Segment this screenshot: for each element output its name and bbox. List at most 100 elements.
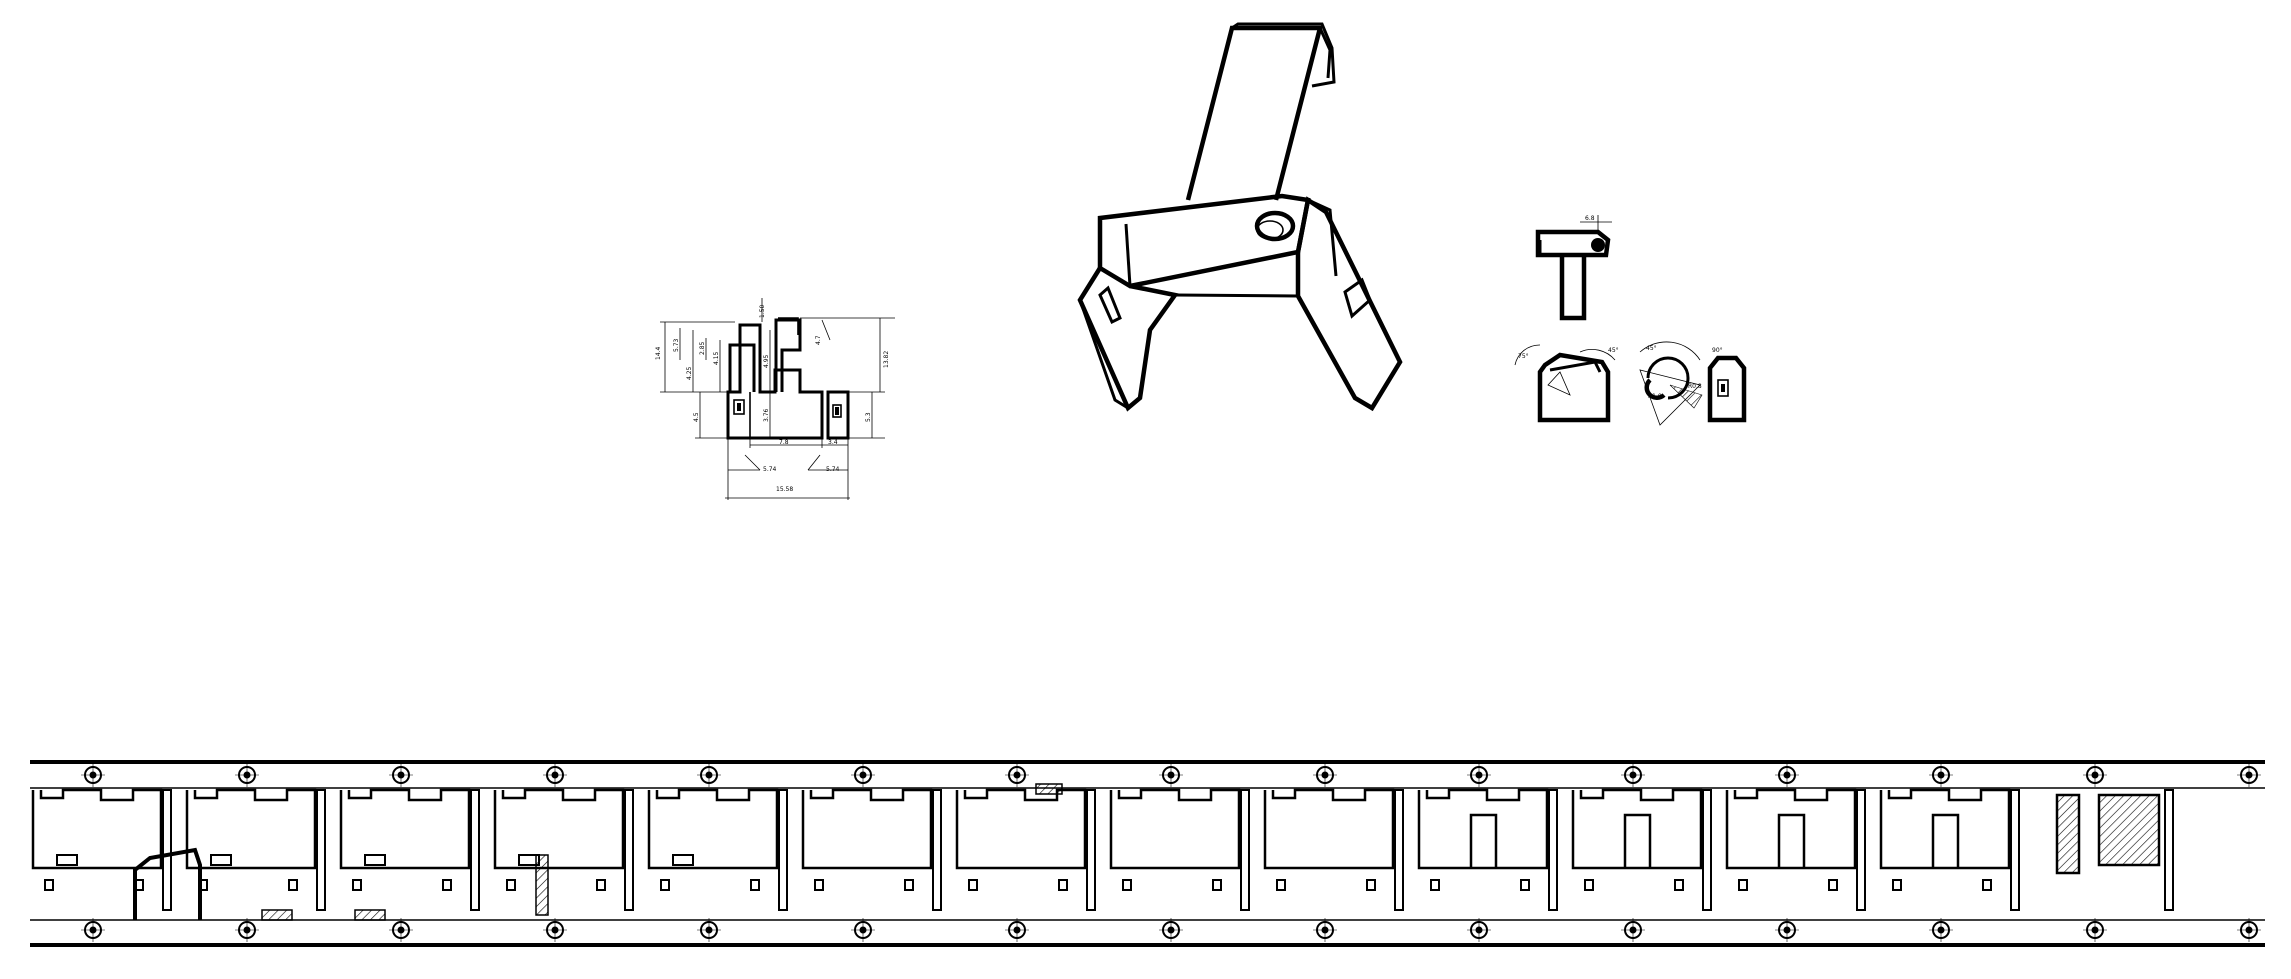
strip-station (1856, 788, 2011, 911)
pilot-hole-icon (1004, 917, 1030, 943)
strip-station (1240, 788, 1395, 911)
pilot-hole-icon (388, 917, 414, 943)
separator-slot (162, 789, 172, 911)
pierce-hole (288, 879, 298, 891)
pierce-hole (1058, 879, 1068, 891)
pierce-hole (1212, 879, 1222, 891)
pilot-hole-icon (542, 917, 568, 943)
dim-center-lower: 3.76 (763, 408, 770, 422)
separator-slot (2010, 789, 2020, 911)
pilot-hole-icon (1158, 917, 1184, 943)
strip-station (470, 788, 625, 911)
pilot-hole-icon (850, 917, 876, 943)
strip-station (932, 788, 1087, 911)
detail-top-dim: 6.8 (1585, 215, 1595, 222)
dim-right-small: 4.7 (815, 335, 822, 345)
dim-slot-right: 5.74 (826, 466, 840, 473)
hatched-section-icon (1035, 783, 1063, 795)
separator-slot (1394, 789, 1404, 911)
pierce-hole (660, 879, 670, 891)
tab (56, 854, 78, 866)
pilot-hole-icon (234, 762, 260, 788)
hatched-section-icon (2097, 793, 2161, 867)
dim-left-inner-2: 4.15 (713, 351, 720, 365)
dim-center-upper: 1.50 (759, 304, 766, 318)
pilot-hole-icon (1312, 762, 1338, 788)
strip-station (1086, 788, 1241, 911)
detail-angle-bottom: R1.0 (1648, 393, 1662, 400)
dim-left-inner-1: 2.85 (699, 341, 706, 355)
pierce-hole (44, 879, 54, 891)
strip-station (624, 788, 779, 911)
pilot-hole-icon (1620, 917, 1646, 943)
dim-left-mid-2: 4.25 (686, 366, 693, 380)
pilot-hole-icon (80, 917, 106, 943)
pierce-hole (1828, 879, 1838, 891)
separator-slot (624, 789, 634, 911)
detail-angle-extra: R0.8 (1688, 383, 1702, 390)
dim-left-lower: 4.5 (693, 412, 700, 422)
strip-station (31, 788, 163, 891)
detail-views: 6.8 75° 45° 45° R1.0 R0.8 90° (1514, 215, 1747, 426)
pierce-hole (1276, 879, 1286, 891)
pilot-hole-icon (1774, 762, 1800, 788)
blank-outline (801, 788, 933, 870)
hatched-section-icon (261, 909, 293, 921)
pilot-hole-icon (2236, 917, 2262, 943)
dim-right-total: 13.82 (883, 351, 890, 368)
formed-part-station (133, 783, 1063, 921)
dim-bottom-right: 3.4 (828, 439, 838, 446)
dim-bottom-mid: 7.8 (779, 439, 789, 446)
blank-outline (1725, 788, 1857, 870)
dim-center-mid: 4.95 (763, 354, 770, 368)
pierce-hole (1430, 879, 1440, 891)
detail-bend-label: 90° (1712, 347, 1723, 354)
separator-slot (1240, 789, 1250, 911)
pierce-hole (596, 879, 606, 891)
blank-outline (1109, 788, 1241, 870)
pierce-hole (1892, 879, 1902, 891)
blank-outline (185, 788, 317, 870)
blank-outline (339, 788, 471, 870)
pilot-hole-icon (1466, 762, 1492, 788)
blank-outline (647, 788, 779, 870)
detail-angle-mid: 45° (1608, 347, 1619, 354)
pierce-hole (904, 879, 914, 891)
strip-stations (31, 783, 2174, 921)
pierce-hole (750, 879, 760, 891)
detail-angle-left: 75° (1518, 353, 1529, 360)
strip-layout (30, 760, 2265, 947)
tab (210, 854, 232, 866)
strip-station (2164, 789, 2174, 911)
pilot-hole-icon (696, 762, 722, 788)
pilot-hole-icon (1312, 917, 1338, 943)
formed-leg (1623, 813, 1652, 868)
pilot-hole-icon (234, 917, 260, 943)
dim-slot-left: 5.74 (763, 466, 777, 473)
pilot-hole-icon (1620, 762, 1646, 788)
pilot-hole-icon (1928, 917, 1954, 943)
separator-slot (1856, 789, 1866, 911)
strip-station (316, 788, 471, 911)
dim-left-outer: 14.4 (655, 346, 662, 360)
pierce-hole (442, 879, 452, 891)
separator-slot (778, 789, 788, 911)
blank-outline (1571, 788, 1703, 870)
pilot-hole-icon (1158, 762, 1184, 788)
detail-angle-right: 45° (1646, 345, 1657, 352)
pilot-hole-icon (1774, 917, 1800, 943)
strip-station (778, 788, 933, 911)
pierce-hole (506, 879, 516, 891)
strip-station (1702, 788, 1857, 911)
pilot-hole-icon (2082, 917, 2108, 943)
pierce-hole (1366, 879, 1376, 891)
pilot-hole-icon (1466, 917, 1492, 943)
formed-leg (1469, 813, 1498, 868)
pierce-hole (1584, 879, 1594, 891)
pierce-hole (1122, 879, 1132, 891)
strip-station (162, 788, 317, 911)
blank-outline (1879, 788, 2011, 870)
dim-left-mid-1: 5.73 (673, 338, 680, 352)
pilot-hole-icon (2082, 762, 2108, 788)
